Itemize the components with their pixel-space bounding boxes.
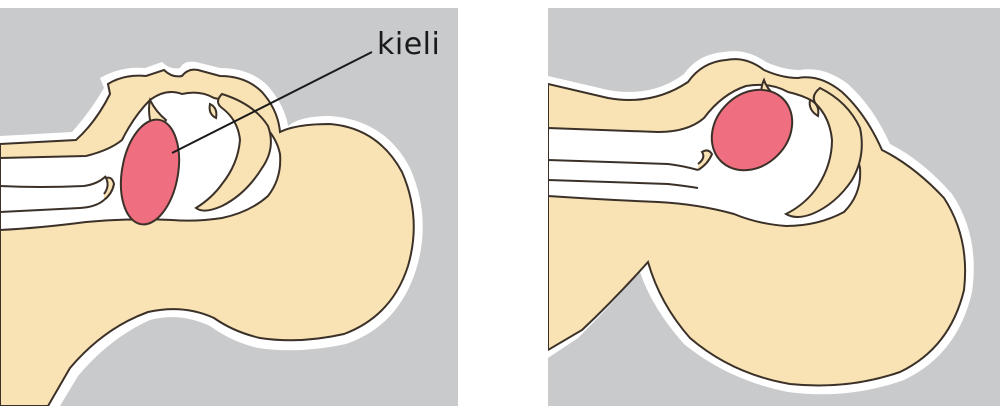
panel-airway-blocked: kieli <box>0 8 458 406</box>
head-illustration-open <box>548 8 1000 406</box>
tongue-label: kieli <box>377 30 440 60</box>
head-illustration-blocked <box>0 8 458 406</box>
panel-airway-open <box>548 8 1000 406</box>
